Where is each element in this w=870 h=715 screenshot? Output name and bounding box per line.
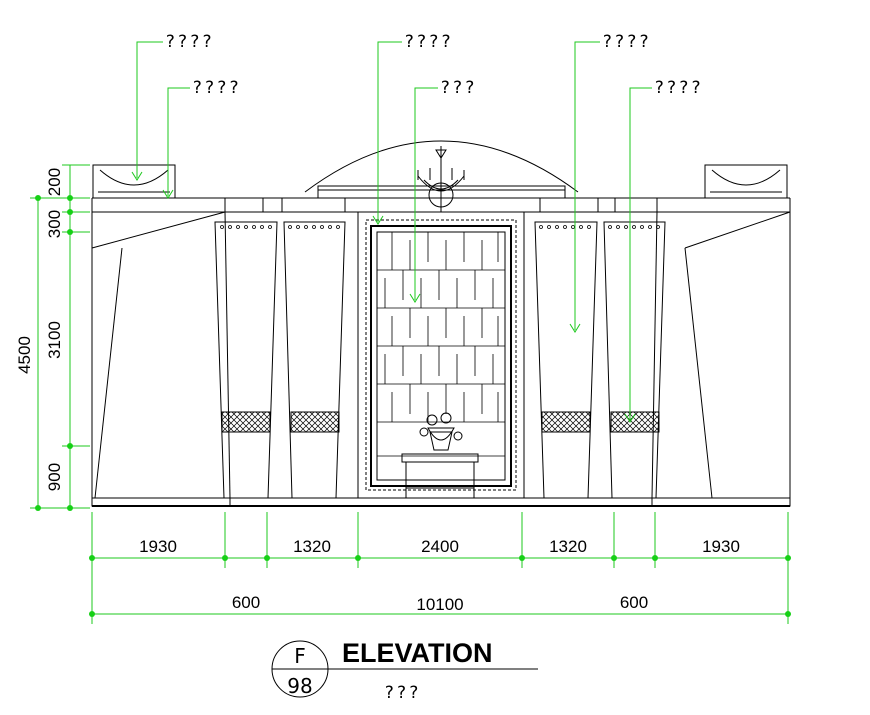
callout-label-6: ???? <box>654 78 703 98</box>
vertical-dimension-lines <box>30 164 90 511</box>
dim-v-900: 900 <box>45 463 64 491</box>
dim-h-1320-right: 1320 <box>549 537 587 556</box>
central-panel-tiles <box>377 232 505 457</box>
dim-v-3100: 3100 <box>45 321 64 359</box>
callout-label-3: ???? <box>404 32 453 52</box>
drawing-subtitle: ??? <box>384 683 421 703</box>
dim-v-200: 200 <box>45 168 64 196</box>
dim-h-10100: 10100 <box>416 595 463 614</box>
callout-label-5: ???? <box>602 32 651 52</box>
dim-h-600-left: 600 <box>232 593 260 612</box>
facade <box>91 140 791 507</box>
drawing-ref-bottom: 98 <box>287 674 312 698</box>
callout-label-4: ??? <box>440 78 477 98</box>
dim-v-4500: 4500 <box>15 336 34 374</box>
callout-label-1: ???? <box>165 32 214 52</box>
callout-leaders <box>131 41 652 423</box>
dim-h-1930-left: 1930 <box>139 537 177 556</box>
pilaster-studs <box>220 225 660 229</box>
horizontal-dimension-lines <box>89 512 791 624</box>
dim-h-2400: 2400 <box>421 537 459 556</box>
dim-h-1320-left: 1320 <box>293 537 331 556</box>
drawing-title: ELEVATION <box>342 638 493 668</box>
callout-label-2: ???? <box>192 78 241 98</box>
dim-v-300: 300 <box>45 210 64 238</box>
dim-h-600-right: 600 <box>620 593 648 612</box>
title-block <box>271 640 538 698</box>
dim-h-1930-right: 1930 <box>702 537 740 556</box>
drawing-ref-top: F <box>294 644 306 668</box>
